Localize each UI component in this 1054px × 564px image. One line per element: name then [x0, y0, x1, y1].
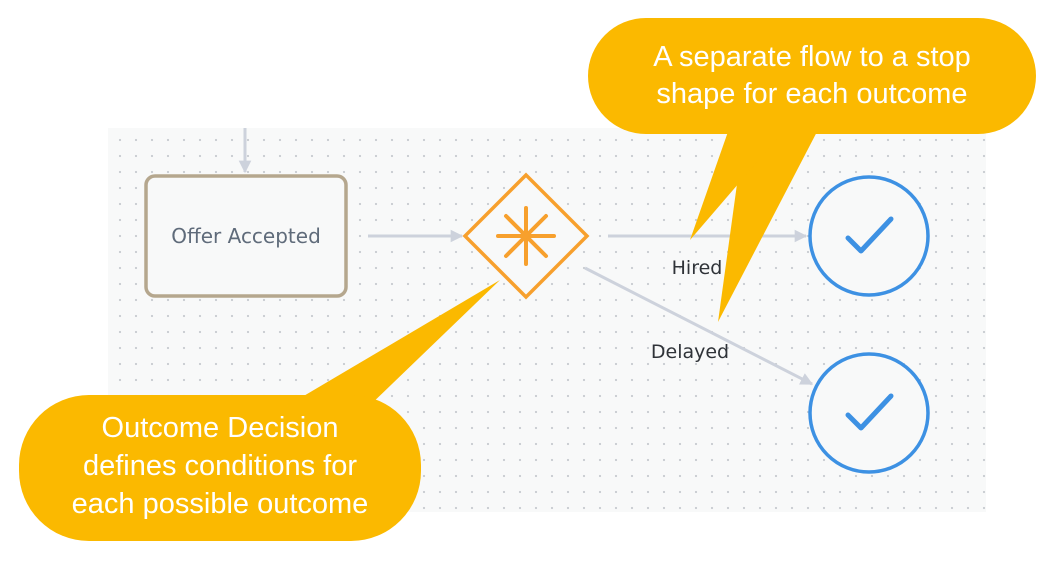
- callout-bottom: Outcome Decision defines conditions for …: [19, 280, 500, 541]
- callout-top-line-2: shape for each outcome: [656, 78, 967, 110]
- edge-label-delayed: Delayed: [651, 341, 729, 363]
- edge-label-hired: Hired: [672, 257, 723, 279]
- callout-bottom-line-2: defines conditions for: [83, 450, 357, 482]
- checkmark-icon: [845, 216, 894, 254]
- task-node-offer-accepted[interactable]: Offer Accepted: [144, 174, 348, 298]
- stop-node-hired[interactable]: [808, 175, 930, 297]
- stop-node-delayed[interactable]: [808, 352, 930, 474]
- callout-top-line-1: A separate flow to a stop: [653, 41, 971, 73]
- callout-bottom-line-1: Outcome Decision: [102, 412, 339, 444]
- connector-delayed[interactable]: [584, 266, 814, 386]
- callout-bottom-line-3: each possible outcome: [72, 488, 369, 520]
- checkmark-icon: [845, 393, 894, 431]
- decision-node-outcome[interactable]: [462, 172, 590, 300]
- callout-top: A separate flow to a stop shape for each…: [588, 18, 1036, 322]
- asterisk-icon: [496, 206, 556, 266]
- task-node-label: Offer Accepted: [171, 224, 321, 248]
